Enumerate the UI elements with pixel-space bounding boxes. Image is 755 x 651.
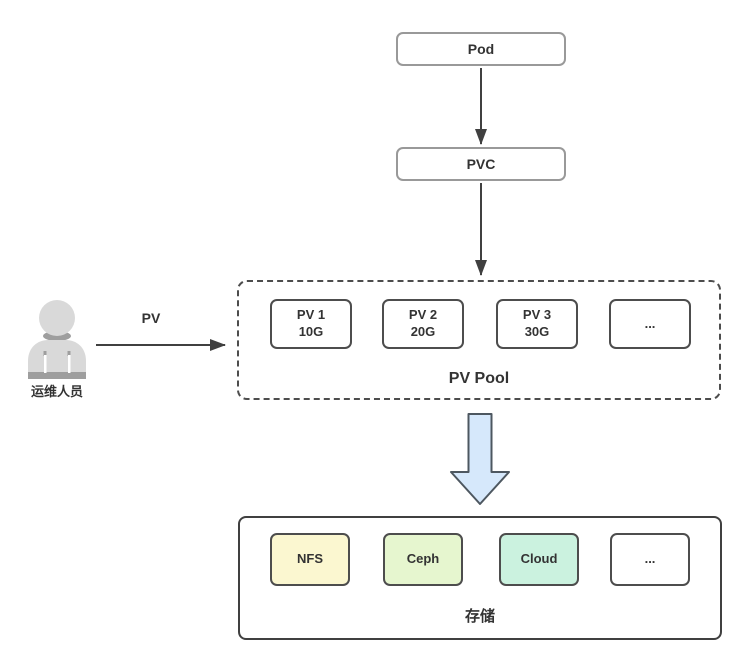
pod-label: Pod [467, 41, 495, 57]
pv1-box: PV 1 10G [270, 299, 352, 349]
pvc-label: PVC [466, 156, 496, 172]
pv-arrow-label: PV [141, 310, 161, 326]
storage-ceph-label: Ceph [406, 551, 440, 567]
pv1-name: PV 1 [296, 307, 326, 323]
pv2-name: PV 2 [408, 307, 438, 323]
pv1-size: 10G [298, 324, 324, 339]
big-down-arrow-icon [450, 413, 510, 505]
operator-label: 运维人员 [30, 384, 83, 399]
storage-nfs-box: NFS [270, 533, 350, 586]
pv-pool-label: PV Pool [448, 370, 510, 387]
storage-label: 存储 [464, 608, 495, 625]
storage-cloud-box: Cloud [499, 533, 579, 586]
storage-nfs-label: NFS [297, 551, 323, 567]
pvc-node: PVC [396, 147, 566, 181]
storage-container: NFS Ceph Cloud ... 存储 [238, 516, 722, 640]
pv-ellipsis-label: ... [644, 315, 656, 331]
storage-cloud-label: Cloud [520, 551, 558, 567]
pod-node: Pod [396, 32, 566, 66]
storage-ellipsis-label: ... [644, 551, 656, 567]
pv-pool-container: PV 1 10G PV 2 20G PV 3 30G ... PV Pool [237, 280, 721, 400]
pv2-box: PV 2 20G [382, 299, 464, 349]
pv3-box: PV 3 30G [496, 299, 578, 349]
pv3-name: PV 3 [522, 307, 552, 323]
storage-ceph-box: Ceph [383, 533, 463, 586]
operator-person-icon [28, 300, 86, 379]
pv-ellipsis-box: ... [609, 299, 691, 349]
storage-ellipsis-box: ... [610, 533, 690, 586]
pv3-size: 30G [524, 324, 550, 339]
pv2-size: 20G [410, 324, 436, 339]
